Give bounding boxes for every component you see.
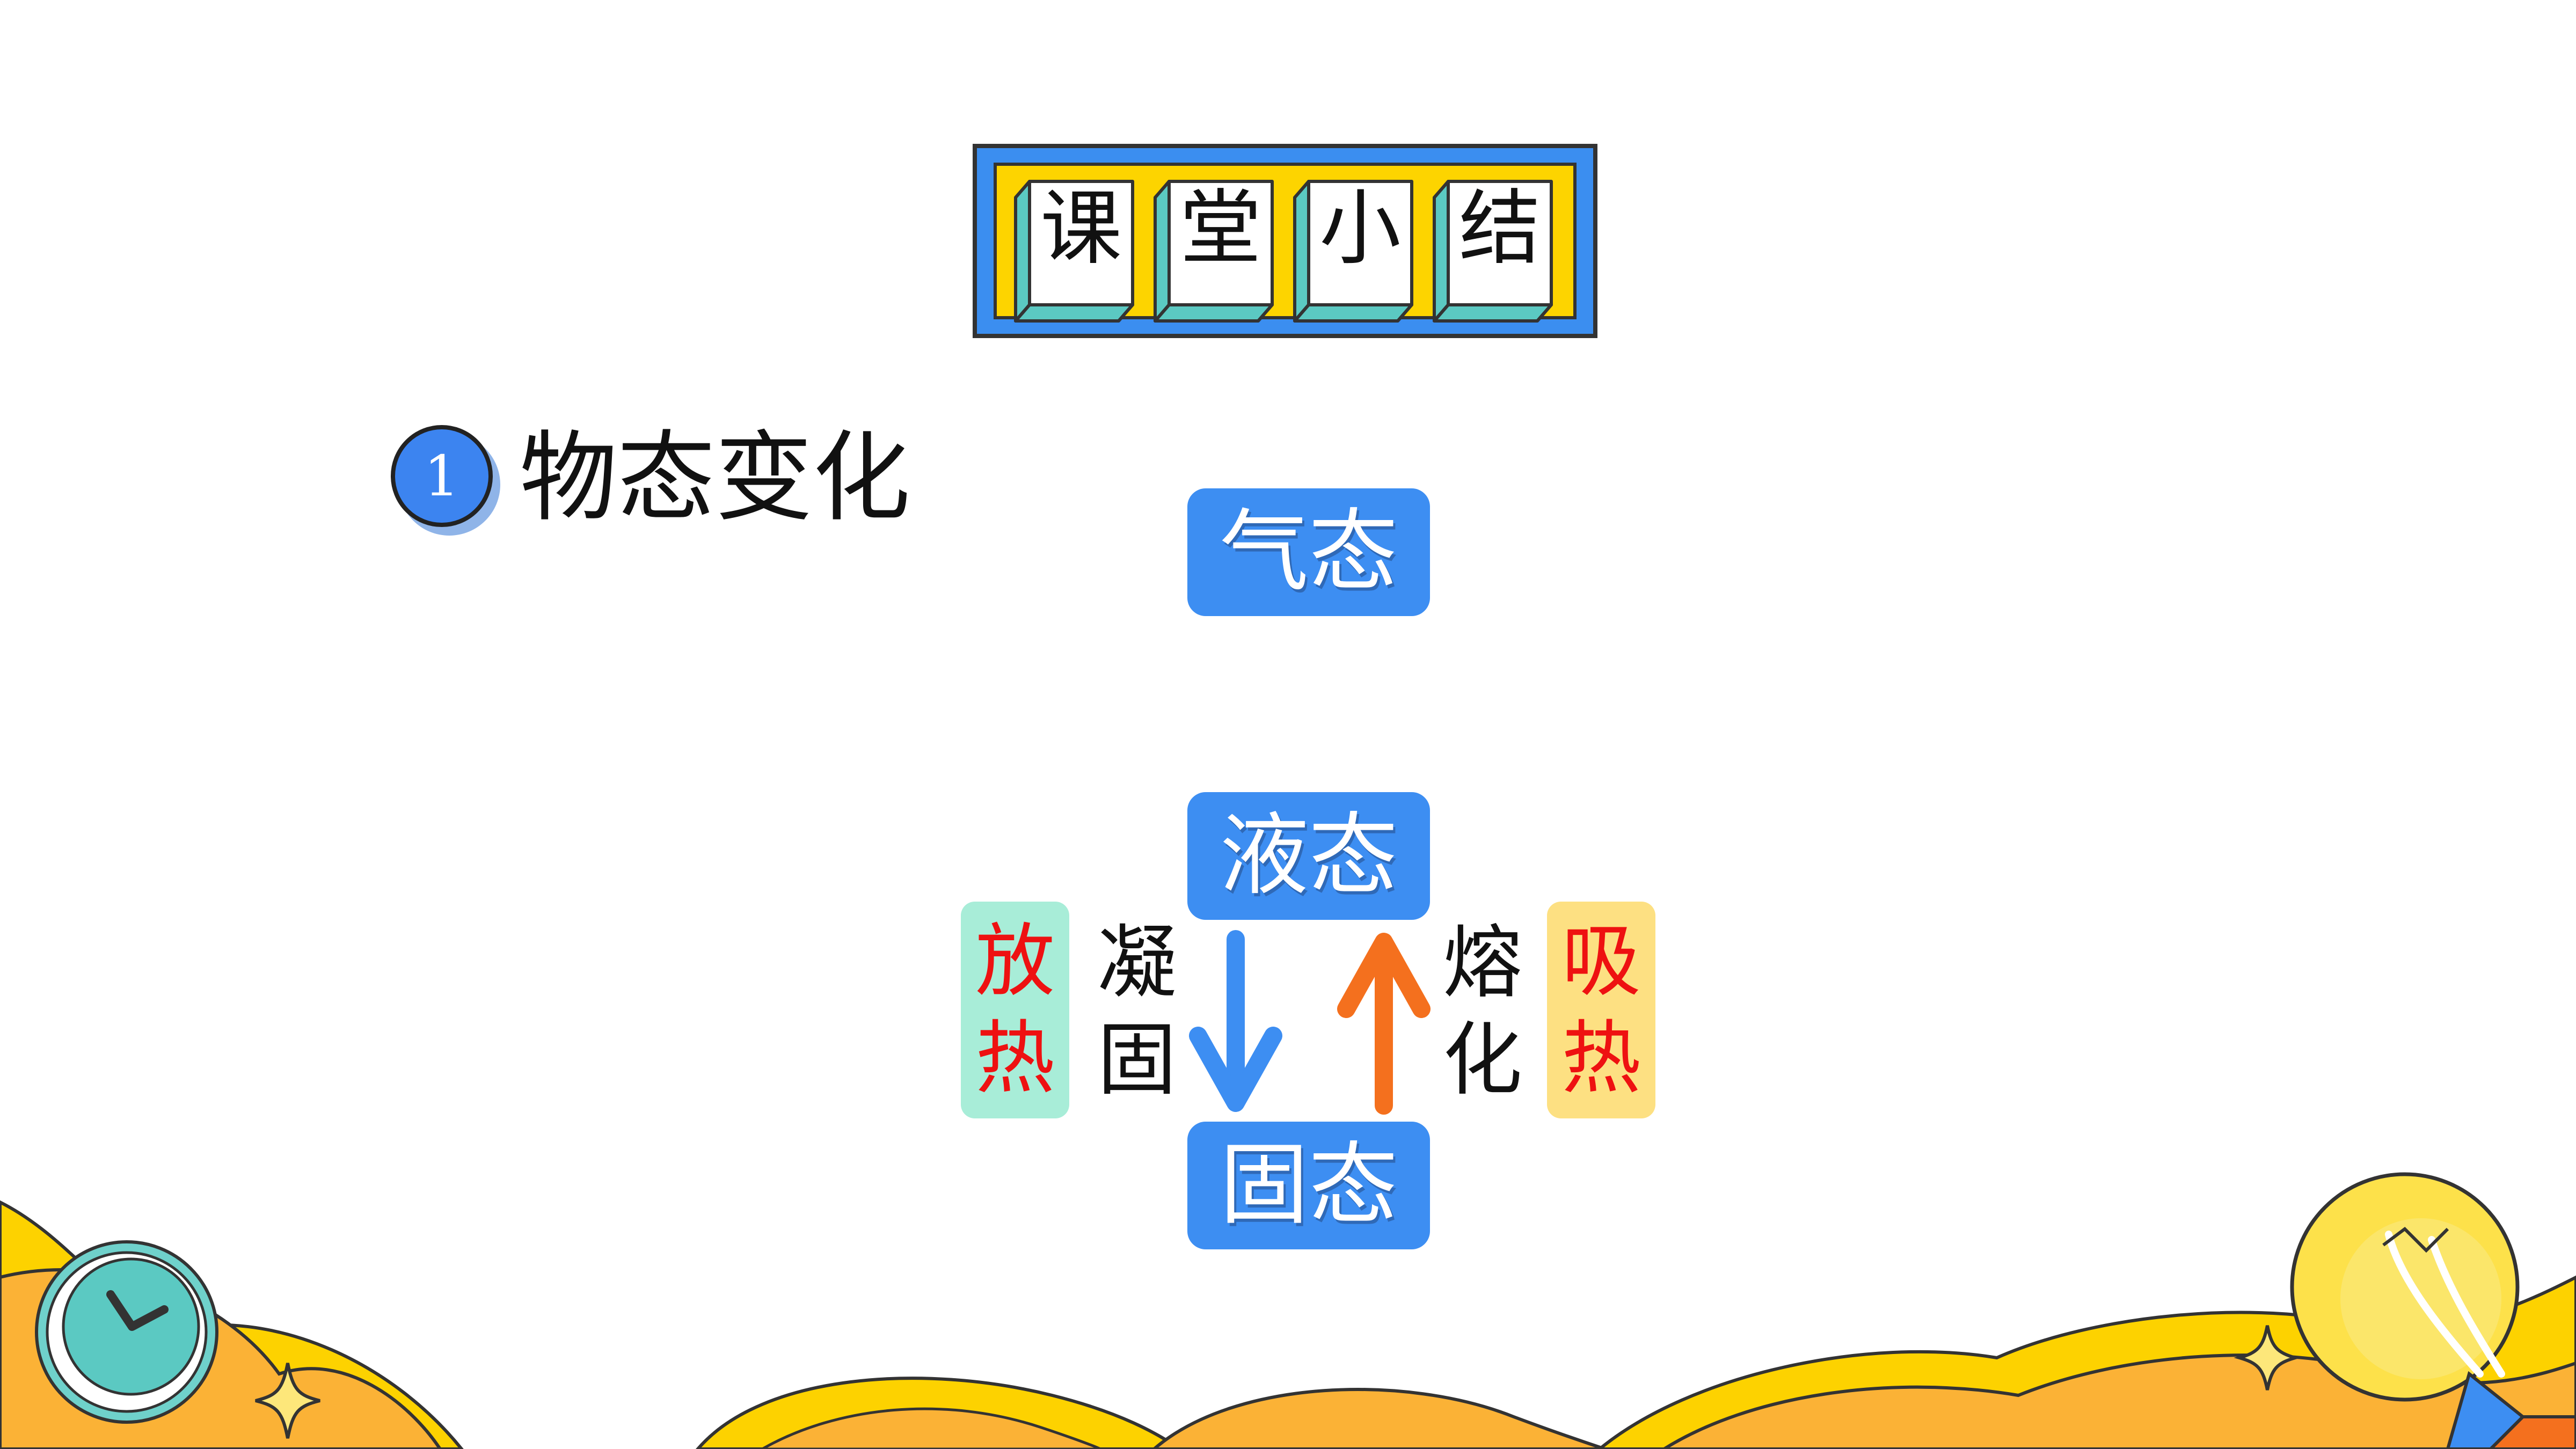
state-gas-box: 气态 [1187,488,1430,616]
sparkle-icon [255,1363,320,1439]
melting-label: 熔 化 [1440,914,1526,1108]
heat-absorb-char-1: 吸 [1561,915,1641,1008]
melting-arrow [1337,933,1431,1115]
solidification-char-2: 固 [1097,1013,1177,1106]
title-char-4: 结 [1459,181,1541,276]
melting-char-2: 化 [1443,1013,1522,1106]
solidification-arrow [1189,930,1282,1112]
title-banner [973,144,1597,338]
melting-char-1: 熔 [1443,917,1522,1009]
lightbulb-icon [2290,1172,2576,1449]
heat-absorb-tag: 吸 热 [1547,902,1655,1118]
title-char-3: 小 [1319,181,1401,276]
state-liquid-box: 液态 [1187,792,1430,920]
heat-release-tag: 放 热 [961,902,1069,1118]
solidification-char-1: 凝 [1097,917,1177,1009]
heat-release-char-2: 热 [975,1012,1055,1104]
heat-absorb-char-2: 热 [1561,1012,1641,1104]
clock-icon [35,1240,218,1424]
solidification-label: 凝 固 [1094,914,1180,1108]
title-char-2: 堂 [1180,181,1261,276]
sparkle-icon [2234,1325,2301,1391]
section-title: 物态变化 [520,421,910,535]
state-solid-box: 固态 [1187,1122,1430,1249]
heat-release-char-1: 放 [975,915,1055,1008]
section-number-badge: 1 [391,425,493,527]
title-char-1: 课 [1040,181,1122,276]
